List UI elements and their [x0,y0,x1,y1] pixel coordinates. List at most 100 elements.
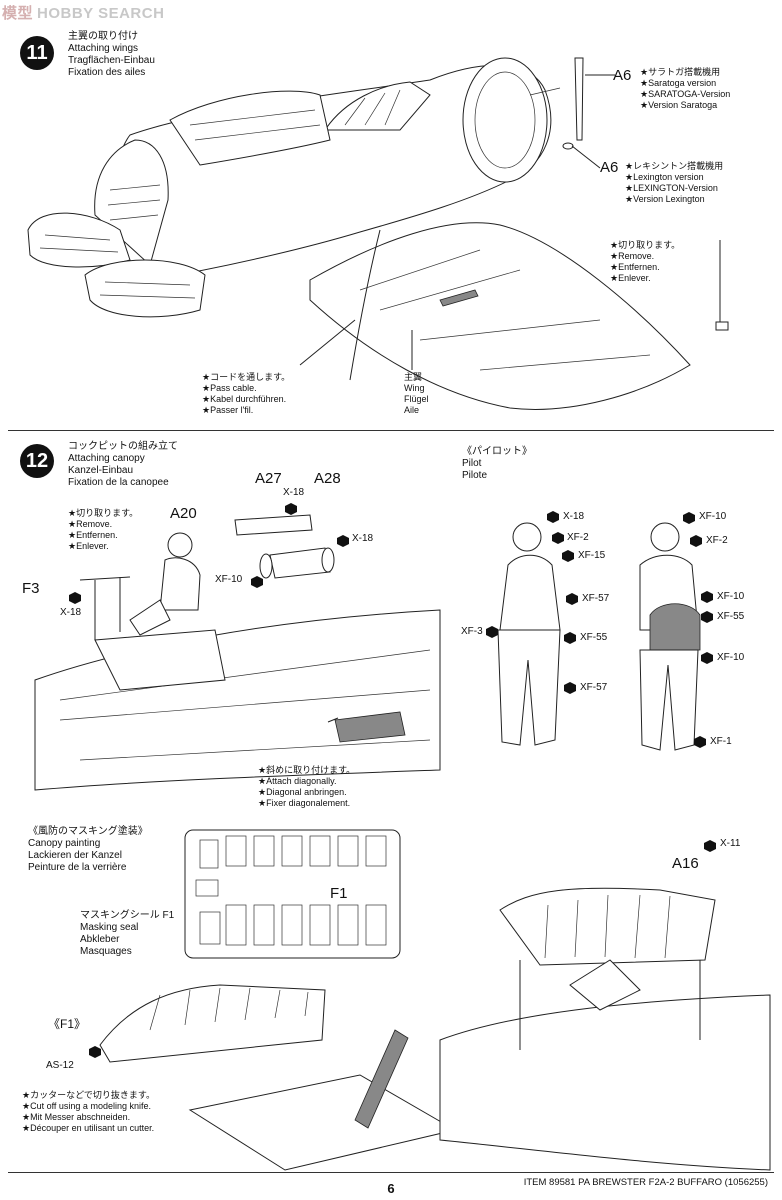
note-line: ★Lexington version [625,172,704,182]
part-a27: A27 [255,470,282,487]
title-line: 《風防のマスキング塗装》 [28,826,148,837]
note-line: ★Découper en utilisant un cutter. [22,1123,155,1133]
note-line: ★Saratoga version [640,78,717,88]
step-12-title: コックピットの組み立て Attaching canopy Kanzel-Einb… [68,441,178,489]
title-line: Attaching canopy [68,453,145,464]
part-a28: A28 [314,470,341,487]
pass-cable-note: ★コードを通します。 ★Pass cable. ★Kabel durchführ… [202,372,290,416]
title-line: Kanzel-Einbau [68,465,134,476]
title-line: Lackieren der Kanzel [28,850,122,861]
note-line: ★Diagonal anbringen. [258,787,347,797]
note-line: ★Enlever. [610,273,651,283]
a6-saratoga-callout: A6 [613,67,631,85]
title-line: Abkleber [80,934,120,945]
a6-lexington-part: A6 [600,159,619,176]
step-11-remove-note: ★切り取ります。 ★Remove. ★Entfernen. ★Enlever. [610,240,680,284]
color-x11: X-11 [720,838,741,849]
part-a20: A20 [170,505,197,522]
note-line: ★切り取ります。 [610,240,681,250]
color-x18-a27: X-18 [283,487,305,498]
cut-off-note: ★カッターなどで切り抜きます。 ★Cut off using a modelin… [22,1090,155,1134]
part-a16: A16 [672,855,699,872]
pilot-front-color: XF-57 [582,593,610,604]
pilot-front-color: XF-15 [578,550,606,561]
note-line: ★Mit Messer abschneiden. [22,1112,131,1122]
watermark-chinese: 模型 [2,5,34,22]
pilot-front-color: XF-55 [580,632,608,643]
f1-canopy-label: 《F1》 [48,1017,87,1031]
part-f3: F3 [22,580,40,597]
note-line: Aile [404,405,420,415]
pilot-front-color: XF-57 [580,682,608,693]
step-11-title: 主翼の取り付け Attaching wings Tragflächen-Einb… [68,31,155,79]
pilot-front-color: XF-2 [567,532,589,543]
note-line: ★コードを通します。 [202,372,291,382]
title-line: Peinture de la verrière [28,862,127,873]
pilot-back-color: XF-10 [717,652,745,663]
note-line: Flügel [404,394,429,404]
step-12-number: 12 [20,444,54,478]
color-xf10-a28: XF-10 [215,574,243,585]
note-line: ★Cut off using a modeling knife. [22,1101,151,1111]
page-number: 6 [387,1181,395,1196]
item-number: ITEM 89581 PA BREWSTER F2A-2 BUFFARO (10… [523,1177,768,1188]
note-line: ★Pass cable. [202,383,257,393]
title-line: Canopy painting [28,838,101,849]
note-line: ★切り取ります。 [68,508,139,518]
part-f1: F1 [330,885,348,902]
note-line: Wing [404,383,425,393]
color-as12: AS-12 [46,1060,74,1071]
note-line: ★LEXINGTON-Version [625,183,718,193]
color-x18-a28: X-18 [352,533,374,544]
masking-seal-label: マスキングシール F1 Masking seal Abkleber Masqua… [80,910,174,958]
note-line: ★Entfernen. [610,262,660,272]
title-line: 《パイロット》 [462,446,532,457]
pilot-back-color: XF-1 [710,736,732,747]
note-line: ★Passer l'fil. [202,405,254,415]
title-line: Masking seal [80,922,139,933]
note-line: ★Enlever. [68,541,109,551]
step-11-title-de: Tragflächen-Einbau [68,55,155,66]
step-11-title-fr: Fixation des ailes [68,67,146,78]
section-divider [8,430,774,431]
note-line: ★Version Lexington [625,194,705,204]
a6-saratoga-note: ★サラトガ搭載機用 ★Saratoga version ★SARATOGA-Ve… [640,67,730,111]
note-line: ★カッターなどで切り抜きます。 [22,1090,155,1100]
note-line: ★Remove. [68,519,113,529]
pilot-back-color: XF-2 [706,535,728,546]
title-line: Pilot [462,458,482,469]
pilot-back-color: XF-10 [699,511,727,522]
step-11-number: 11 [20,36,54,70]
pilot-front-color: XF-3 [461,626,483,637]
note-line: ★Fixer diagonalement. [258,798,351,808]
note-line: ★斜めに取り付けます。 [258,765,356,775]
pilot-title: 《パイロット》 Pilot Pilote [462,446,532,482]
note-line: ★レキシントン搭載機用 [625,161,724,171]
title-line: マスキングシール F1 [80,910,175,921]
note-line: ★Remove. [610,251,655,261]
footer-divider [8,1172,774,1173]
title-line: Masquages [80,946,132,957]
note-line: ★Entfernen. [68,530,118,540]
pilot-front-color: X-18 [563,511,585,522]
note-line: ★Attach diagonally. [258,776,337,786]
note-line: ★Version Saratoga [640,100,718,110]
title-line: Pilote [462,470,488,481]
canopy-painting-title: 《風防のマスキング塗装》 Canopy painting Lackieren d… [28,826,148,874]
a6-saratoga-part: A6 [613,67,632,84]
pilot-back-color: XF-55 [717,611,745,622]
step-11-title-en: Attaching wings [68,43,139,54]
title-line: Fixation de la canopee [68,477,169,488]
note-line: 主翼 [404,372,423,382]
step-12-remove-note: ★切り取ります。 ★Remove. ★Entfernen. ★Enlever. [68,508,138,552]
wing-label: 主翼 Wing Flügel Aile [404,372,429,416]
a6-lexington-callout: A6 [600,159,618,177]
title-line: コックピットの組み立て [68,441,178,452]
color-x18-f3: X-18 [60,607,82,618]
note-line: ★サラトガ搭載機用 [640,67,721,77]
attach-diagonally-note: ★斜めに取り付けます。 ★Attach diagonally. ★Diagona… [258,765,355,809]
a6-lexington-note: ★レキシントン搭載機用 ★Lexington version ★LEXINGTO… [625,161,723,205]
